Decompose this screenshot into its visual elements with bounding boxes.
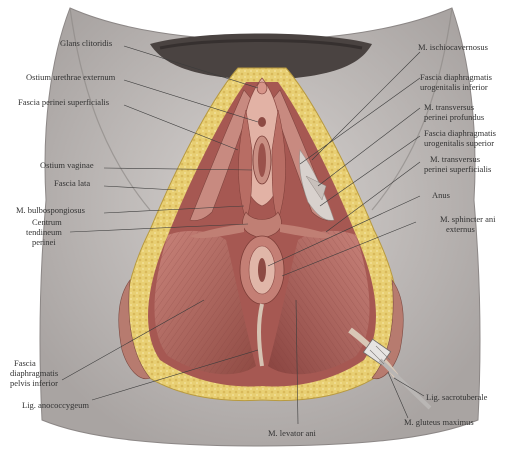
- pubic-hair: [150, 33, 372, 80]
- transversus-perinei-superficialis-right: [280, 224, 334, 239]
- label-fascia-uro-inferior-2: urogenitalis inferior: [420, 82, 488, 92]
- label-transversus-superficialis-1: M. transversus: [430, 154, 480, 164]
- leader-lines: [61, 45, 425, 425]
- retractor-icon: [362, 338, 432, 410]
- label-transversus-profundus-1: M. transversus: [424, 102, 474, 112]
- anus: [258, 258, 266, 282]
- label-m-levator-ani: M. levator ani: [268, 428, 317, 438]
- label-m-ischiocavernosus: M. ischiocavernosus: [418, 42, 488, 52]
- label-lig-sacrotuberale: Lig. sacrotuberale: [426, 392, 488, 402]
- gluteus-maximus-left: [118, 278, 151, 380]
- labels-bottom: M. levator ani M. gluteus maximus Lig. s…: [268, 392, 488, 438]
- ischiocavernosus-left: [189, 89, 253, 221]
- label-lig-anococcygeum: Lig. anococcygeum: [22, 400, 89, 410]
- label-fascia-uro-superior-2: urogenitalis superior: [424, 138, 494, 148]
- label-anus: Anus: [432, 190, 450, 200]
- label-centrum-2: tendineum: [26, 227, 62, 237]
- label-fascia-uro-inferior-1: Fascia diaphragmatis: [420, 72, 492, 82]
- urethral-opening: [258, 117, 266, 127]
- label-fascia-lata: Fascia lata: [54, 178, 90, 188]
- transversus-perinei-superficialis-left: [190, 224, 244, 239]
- label-glans-clitoridis: Glans clitoridis: [60, 38, 112, 48]
- label-fascia-perinei-superficialis: Fascia perinei superficialis: [18, 97, 109, 107]
- gluteus-maximus-right: [371, 278, 404, 380]
- label-centrum-3: perinei: [32, 237, 56, 247]
- label-fascia-pelvis-3: pelvis inferior: [10, 378, 58, 388]
- label-ostium-vaginae: Ostium vaginae: [40, 160, 94, 170]
- label-transversus-superficialis-2: perinei superficialis: [424, 164, 491, 174]
- label-m-gluteus-maximus: M. gluteus maximus: [404, 417, 474, 427]
- label-ostium-urethrae: Ostium urethrae externum: [26, 72, 116, 82]
- anococcygeal-ligament: [257, 303, 264, 367]
- glans-clitoridis: [256, 81, 268, 95]
- labels-right: M. ischiocavernosus Fascia diaphragmatis…: [418, 42, 496, 234]
- label-sphincter-ani-2: externus: [446, 224, 475, 234]
- label-fascia-pelvis-1: Fascia: [14, 358, 36, 368]
- label-fascia-pelvis-2: diaphragmatis: [10, 368, 58, 378]
- label-fascia-uro-superior-1: Fascia diaphragmatis: [424, 128, 496, 138]
- labels-left: Glans clitoridis Ostium urethrae externu…: [10, 38, 116, 410]
- label-m-bulbospongiosus: M. bulbospongiosus: [16, 205, 85, 215]
- label-centrum-1: Centrum: [32, 217, 62, 227]
- label-transversus-profundus-2: perinei profundus: [424, 112, 484, 122]
- label-sphincter-ani-1: M. sphincter ani: [440, 214, 496, 224]
